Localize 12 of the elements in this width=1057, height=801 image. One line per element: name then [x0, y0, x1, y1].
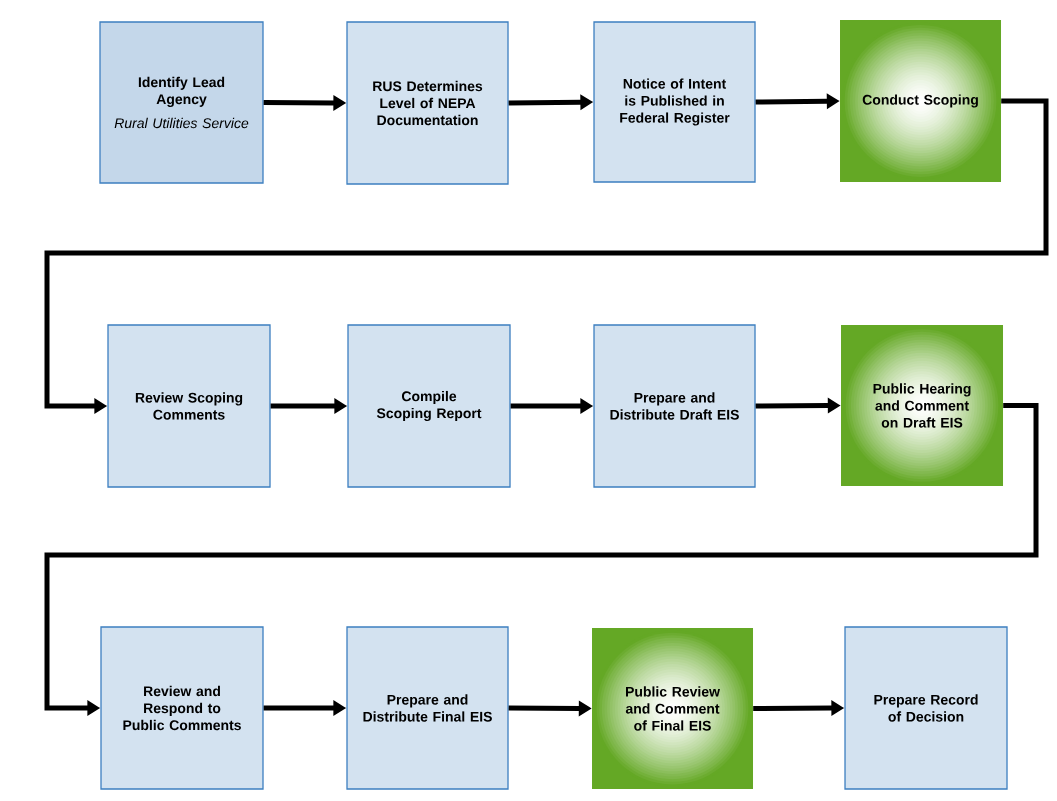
process-box: Prepare and Distribute Final EIS [346, 626, 509, 790]
highlight-box: Conduct Scoping [840, 20, 1001, 182]
highlight-box: Public Review and Comment of Final EIS [592, 628, 753, 789]
process-box: Prepare and Distribute Draft EIS [593, 324, 756, 488]
process-box: Notice of Intent is Published in Federal Register [593, 21, 756, 183]
highlight-box: Public Hearing and Comment on Draft EIS [841, 325, 1003, 486]
process-box: Prepare Record of Decision [844, 626, 1008, 790]
process-box: RUS Determines Level of NEPA Documentation [346, 21, 509, 185]
process-box: Compile Scoping Report [347, 324, 511, 488]
process-box: Review Scoping Comments [107, 324, 271, 488]
process-box: Review and Respond to Public Comments [100, 626, 264, 790]
process-box: Identify Lead Agency Rural Utilities Service [99, 21, 264, 184]
